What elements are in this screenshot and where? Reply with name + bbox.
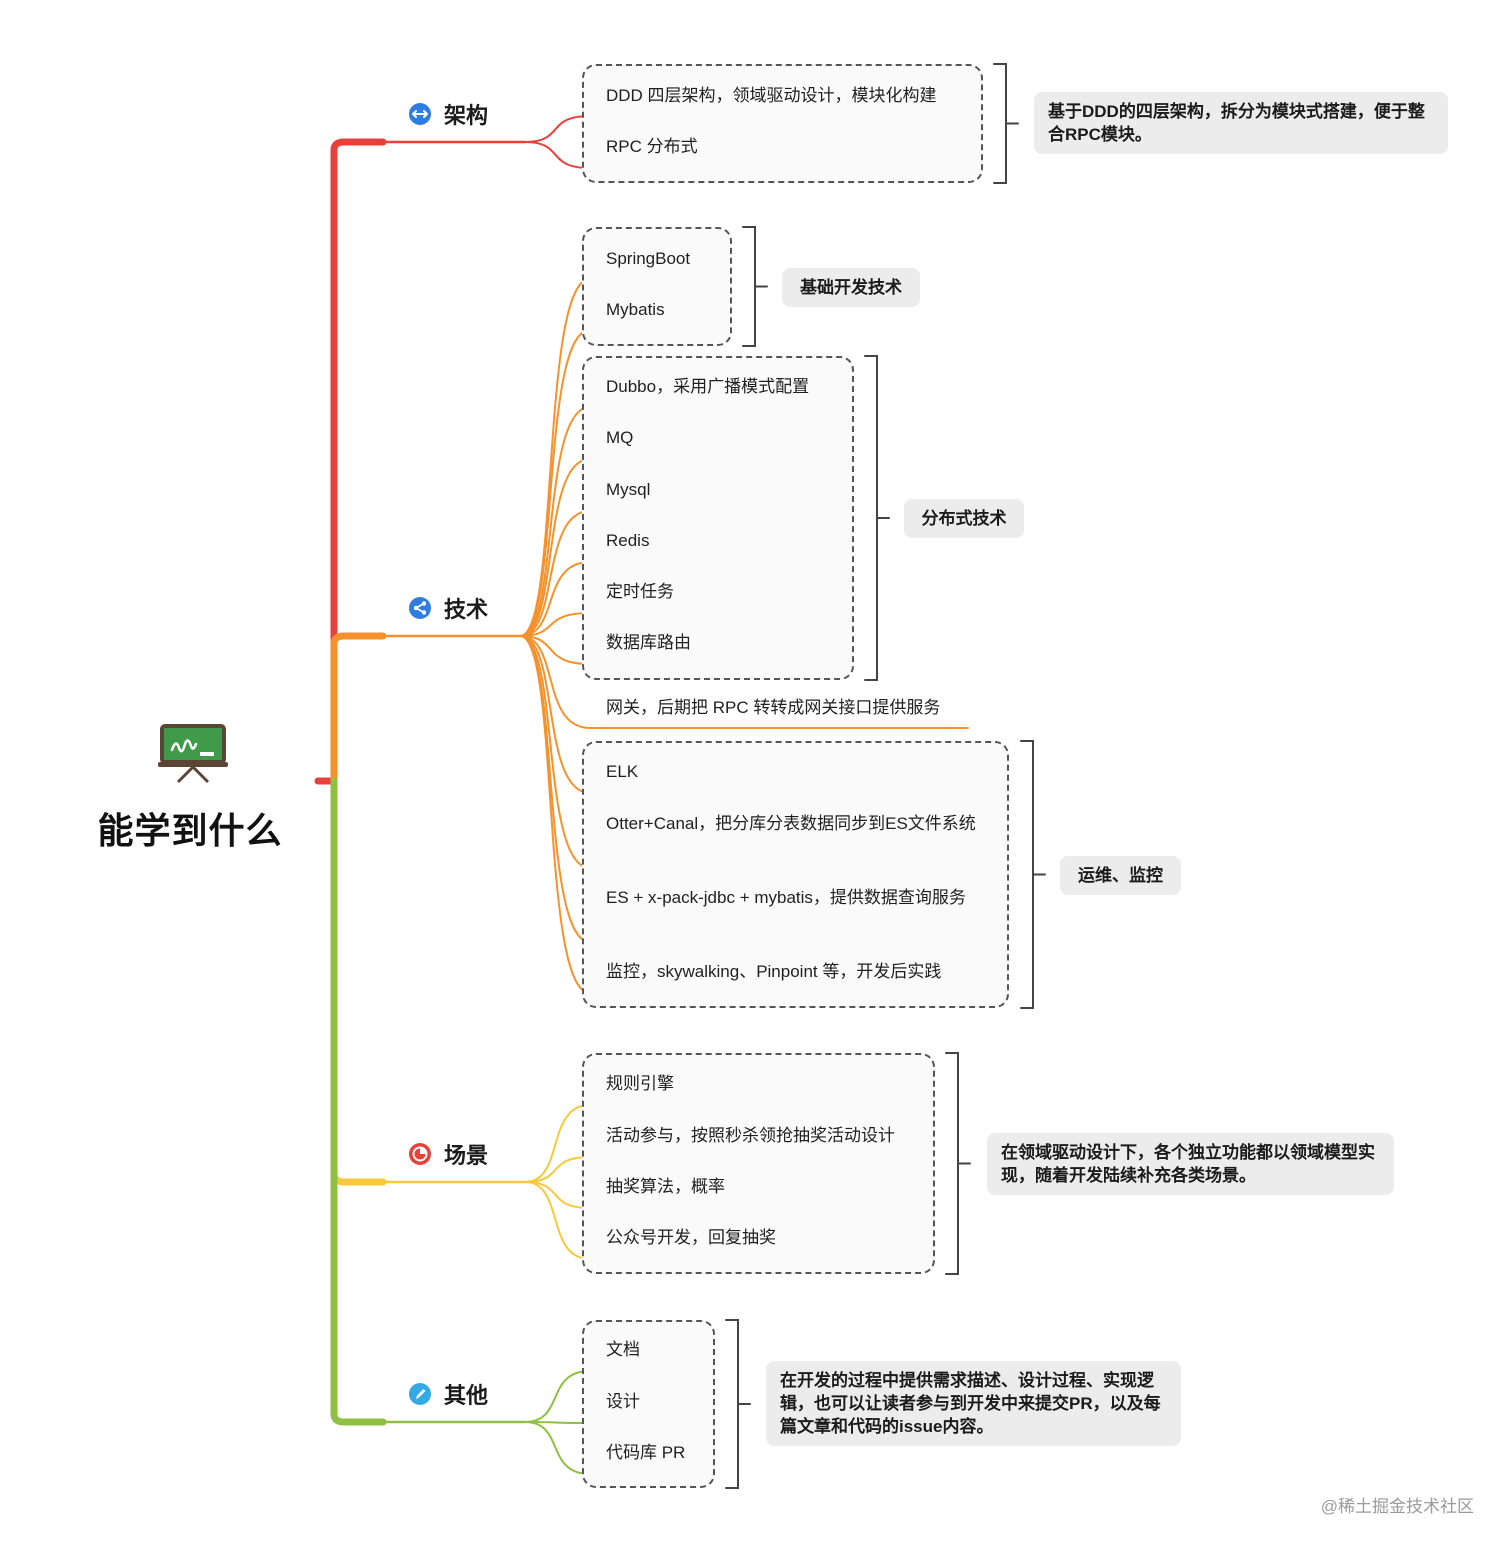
trunk-architecture bbox=[314, 138, 387, 785]
leaf-otter-canal[interactable]: Otter+Canal，把分库分表数据同步到ES文件系统 bbox=[606, 814, 976, 833]
summary-basic-tech[interactable]: 基础开发技术 bbox=[782, 268, 920, 307]
group-box-scenarios bbox=[582, 1053, 935, 1274]
leaf-monitoring[interactable]: 监控，skywalking、Pinpoint 等，开发后实践 bbox=[606, 962, 942, 981]
leaf-docs[interactable]: 文档 bbox=[606, 1340, 640, 1359]
bracket-basic-tech bbox=[742, 226, 768, 347]
pencil-icon bbox=[408, 1382, 432, 1406]
group-box-distributed-tech bbox=[582, 356, 854, 680]
leaf-activity-participation[interactable]: 活动参与，按照秒杀领抢抽奖活动设计 bbox=[606, 1126, 895, 1145]
leaf-mybatis[interactable]: Mybatis bbox=[606, 300, 665, 319]
leaf-rpc-distributed[interactable]: RPC 分布式 bbox=[606, 137, 698, 156]
leaf-line-technology-2 bbox=[519, 406, 841, 637]
branch-label-text: 场景 bbox=[444, 1143, 489, 1168]
leaf-gateway[interactable]: 网关，后期把 RPC 转转成网关接口提供服务 bbox=[606, 698, 941, 717]
leaf-line-technology-12 bbox=[519, 635, 993, 994]
trunk-others bbox=[330, 777, 387, 1426]
leaf-ddd-architecture[interactable]: DDD 四层架构，领域驱动设计，模块化构建 bbox=[606, 86, 937, 105]
leaf-lottery-algorithm[interactable]: 抽奖算法，概率 bbox=[606, 1177, 725, 1196]
leaf-redis[interactable]: Redis bbox=[606, 531, 650, 550]
summary-ops-monitoring[interactable]: 运维、监控 bbox=[1060, 856, 1181, 895]
leaf-springboot[interactable]: SpringBoot bbox=[606, 249, 691, 268]
arrows-horizontal-icon bbox=[408, 102, 432, 126]
root-title: 能学到什么 bbox=[97, 810, 283, 851]
group-box-architecture bbox=[582, 64, 983, 183]
leaf-db-routing[interactable]: 数据库路由 bbox=[606, 633, 691, 652]
leaf-line-technology-3 bbox=[519, 458, 653, 637]
bracket-distributed-tech bbox=[864, 355, 890, 681]
leaf-wechat-dev[interactable]: 公众号开发，回复抽奖 bbox=[606, 1228, 776, 1247]
trunk-technology bbox=[330, 632, 387, 785]
summary-scenarios[interactable]: 在领域驱动设计下，各个独立功能都以领域模型实现，随着开发陆续补充各类场景。 bbox=[987, 1133, 1394, 1195]
group-box-others bbox=[582, 1320, 715, 1488]
branch-label-text: 架构 bbox=[444, 103, 489, 128]
watermark: @稀土掘金技术社区 bbox=[1320, 1497, 1474, 1516]
bracket-ops-monitoring bbox=[1020, 740, 1046, 1009]
leaf-line-technology-10 bbox=[519, 635, 997, 869]
leaf-scheduled-tasks[interactable]: 定时任务 bbox=[606, 582, 674, 601]
summary-distributed-tech[interactable]: 分布式技术 bbox=[904, 499, 1024, 538]
trunk-scenarios bbox=[330, 777, 387, 1186]
leaf-es-xpack[interactable]: ES + x-pack-jdbc + mybatis，提供数据查询服务 bbox=[606, 888, 966, 907]
leaf-elk[interactable]: ELK bbox=[606, 762, 639, 781]
leaf-code-pr[interactable]: 代码库 PR bbox=[606, 1443, 686, 1462]
pie-chart-icon bbox=[408, 1142, 432, 1166]
branch-architecture[interactable]: 架构 bbox=[408, 98, 488, 130]
branch-scenarios[interactable]: 场景 bbox=[408, 1138, 488, 1170]
leaf-dubbo[interactable]: Dubbo，采用广播模式配置 bbox=[606, 377, 810, 396]
bracket-scenarios bbox=[945, 1052, 971, 1275]
branch-label-text: 技术 bbox=[444, 597, 489, 622]
leaf-line-technology-4 bbox=[519, 510, 669, 637]
leaf-line-technology-8 bbox=[519, 635, 969, 729]
leaf-mq[interactable]: MQ bbox=[606, 428, 634, 447]
summary-architecture[interactable]: 基于DDD的四层架构，拆分为模块式搭建，便于整合RPC模块。 bbox=[1034, 92, 1448, 154]
group-box-ops-monitoring bbox=[582, 741, 1009, 1008]
bracket-architecture bbox=[993, 63, 1019, 184]
leaf-design[interactable]: 设计 bbox=[606, 1392, 640, 1411]
leaf-line-technology-1 bbox=[519, 329, 687, 637]
share-icon bbox=[408, 596, 432, 620]
bracket-others bbox=[725, 1319, 751, 1489]
branch-others[interactable]: 其他 bbox=[408, 1378, 488, 1410]
group-box-basic-tech bbox=[582, 227, 732, 346]
leaf-mysql[interactable]: Mysql bbox=[606, 480, 651, 499]
presentation-board-icon bbox=[156, 722, 230, 786]
branch-technology[interactable]: 技术 bbox=[408, 592, 488, 624]
leaf-rules-engine[interactable]: 规则引擎 bbox=[606, 1074, 674, 1093]
leaf-line-technology-9 bbox=[519, 635, 653, 794]
branch-label-text: 其他 bbox=[444, 1383, 489, 1408]
summary-others[interactable]: 在开发的过程中提供需求描述、设计过程、实现逻辑，也可以让读者参与到开发中来提交P… bbox=[766, 1361, 1181, 1446]
